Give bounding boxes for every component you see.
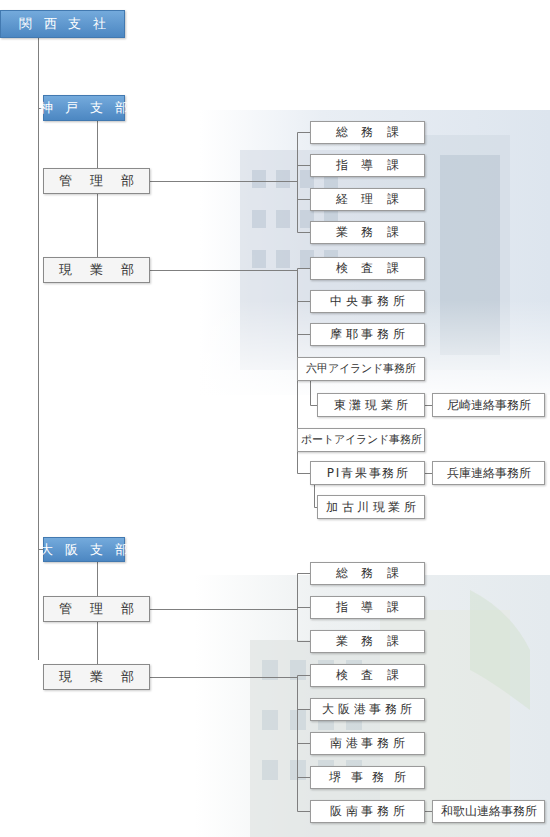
connector-line [150,166,310,182]
connector-line [150,182,310,233]
connector-line [425,473,432,474]
connector-line [150,271,310,302]
section-box: 検査課 [310,257,425,280]
connector-line [150,678,310,778]
section-box: 加古川現業所 [317,495,425,519]
node-label: 尼崎連絡事務所 [447,398,531,413]
connector-line [150,133,310,182]
section-box: 経理課 [310,188,425,211]
node-label: 検査課 [323,260,412,277]
section-box: ポートアイランド事務所 [297,428,425,452]
connector-line [150,271,310,474]
node-label: 大阪港事務所 [319,701,416,718]
connector-line [425,405,432,406]
section-box: 業務課 [310,221,425,244]
node-label: 阪南事務所 [327,803,409,820]
node-label: 指導課 [323,599,412,616]
node-label: 現業部 [41,668,153,686]
section-box: 南港事務所 [310,732,425,755]
department-box: 管理部 [43,596,150,622]
connector-line [150,610,310,642]
node-label: 六甲アイランド事務所 [306,362,416,376]
node-label: 神戸支部 [29,99,140,117]
node-label: 総務課 [323,565,412,582]
connector-line [425,811,432,812]
department-box: 現業部 [43,664,150,690]
connector-line [150,678,310,744]
node-label: 兵庫連絡事務所 [447,466,531,481]
connector-line [150,678,310,710]
node-label: 管理部 [41,172,153,190]
node-label: 現業部 [41,261,153,279]
building-photo [195,575,550,837]
connector-line [150,574,310,610]
node-label: 経理課 [323,191,412,208]
section-box: 総務課 [310,562,425,585]
section-box: 大阪港事務所 [310,698,425,721]
section-box: PI青果事務所 [310,461,425,485]
section-box: 中央事務所 [310,290,425,313]
section-box: 総務課 [310,121,425,144]
section-box: 尼崎連絡事務所 [432,393,545,417]
department-box: 現業部 [43,257,150,283]
node-label: ポートアイランド事務所 [301,433,422,447]
connector-line [97,194,98,257]
node-label: 南港事務所 [327,735,409,752]
node-label: 業務課 [323,633,412,650]
connector-line [97,121,98,168]
section-box: 検査課 [310,664,425,687]
department-box: 管理部 [43,168,150,194]
section-box: 阪南事務所 [310,800,425,823]
section-box: 東灘現業所 [317,393,425,417]
node-label: 和歌山連絡事務所 [441,804,537,819]
node-label: 総務課 [323,124,412,141]
node-label: 検査課 [323,667,412,684]
section-box: 六甲アイランド事務所 [297,357,425,381]
connector-line [97,562,98,596]
node-label: 大阪支部 [29,541,140,559]
connector-line [150,182,310,200]
node-label: 摩耶事務所 [327,326,409,343]
node-label: 中央事務所 [327,293,409,310]
section-box: 堺事務所 [310,766,425,789]
node-label: 加古川現業所 [322,499,419,516]
node-label: 業務課 [323,224,412,241]
section-box: 業務課 [310,630,425,653]
node-label: 東灘現業所 [330,397,412,414]
building-photo [200,110,550,395]
section-box: 摩耶事務所 [310,323,425,346]
node-label: 堺事務所 [320,769,416,786]
connector-line [150,271,310,335]
branch-header-box: 関西支社 [0,10,125,38]
section-box: 和歌山連絡事務所 [432,800,545,823]
connector-line [97,622,98,664]
section-box: 指導課 [310,596,425,619]
branch-header-box: 神戸支部 [43,95,125,121]
connector-line [150,678,310,812]
node-label: 関西支社 [7,15,118,33]
section-box: 指導課 [310,154,425,177]
connector-line [150,271,298,441]
node-label: 管理部 [41,600,153,618]
section-box: 兵庫連絡事務所 [432,461,545,485]
node-label: 指導課 [323,157,412,174]
connector-line [150,271,298,370]
trunk-line [38,549,39,660]
branch-header-box: 大阪支部 [43,537,125,562]
node-label: PI青果事務所 [325,465,410,482]
